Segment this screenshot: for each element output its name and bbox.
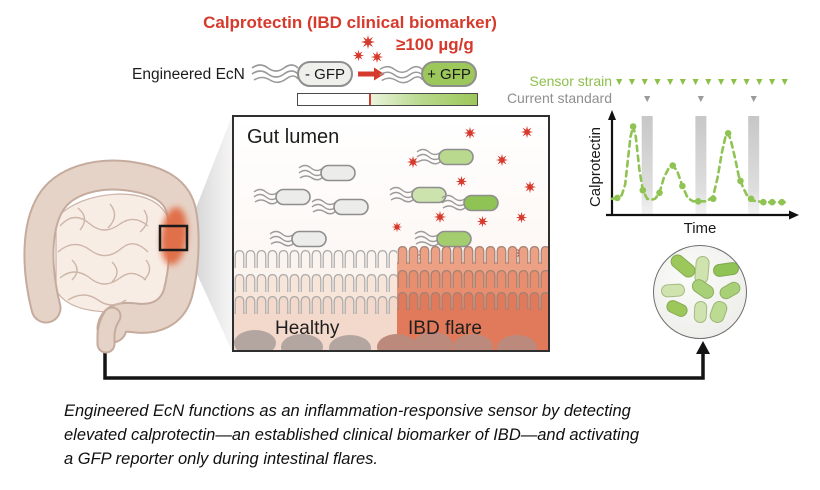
sensor-marker-icon: ▼: [614, 76, 625, 88]
gfp-colony-icon: [664, 297, 690, 320]
standard-marker-icon: ▼: [748, 93, 759, 105]
sensor-marker-icon: ▼: [677, 76, 689, 88]
ibd-epithelium: [377, 246, 548, 350]
calprotectin-burst-icon: [352, 49, 365, 62]
gfp-colony-icon: [693, 300, 708, 324]
gfp-colony-icon: [689, 276, 717, 302]
petri-dish: [653, 245, 747, 339]
threshold-label: ≥100 µg/g: [396, 35, 474, 54]
sensor-marker-icon: ▼: [754, 76, 765, 88]
intestine-coils: [57, 203, 151, 306]
sensor-marker-icon: ▼: [652, 76, 663, 88]
y-axis-label: Calprotectin: [587, 126, 604, 208]
healthy-label: Healthy: [275, 318, 340, 339]
ecn-bacterium-off-icon: [253, 188, 311, 206]
small-intestine: [55, 193, 171, 313]
gfp-off-label: - GFP: [305, 65, 345, 83]
calprotectin-burst-icon: [520, 125, 534, 139]
caption-line: a GFP reporter only during intestinal fl…: [64, 449, 378, 468]
calprotectin-chart: [606, 110, 799, 220]
calprotectin-burst-icon: [515, 211, 528, 224]
sensor-marker-icon: ▼: [728, 76, 740, 88]
figure-title: Calprotectin (IBD clinical biomarker): [203, 13, 497, 32]
ecn-bacterium-gfp-icon: [389, 186, 447, 204]
sensor-marker-icon: ▼: [703, 76, 714, 88]
sensor-marker-icon: ▼: [664, 76, 676, 88]
calprotectin-burst-icon: [370, 50, 384, 64]
figure-caption: Engineered EcN functions as an inflammat…: [64, 400, 744, 472]
standard-marker-row: ▼ ▼ ▼: [612, 94, 788, 106]
calprotectin-burst-icon: [463, 126, 477, 140]
calprotectin-burst-icon: [361, 35, 375, 49]
sensor-marker-icon: ▼: [626, 76, 638, 88]
sensor-marker-row: ▼▼▼▼▼▼▼▼▼▼▼▼▼▼: [614, 77, 790, 88]
calprotectin-burst-icon: [455, 175, 468, 188]
sensor-marker-icon: ▼: [690, 76, 701, 88]
ecn-bacterium-off-icon: [311, 198, 369, 216]
calprotectin-burst-icon: [495, 153, 509, 167]
calprotectin-burst-icon: [406, 155, 420, 169]
sample-flow-arrowhead: [696, 341, 710, 354]
flagella-icon: [379, 65, 423, 84]
gfp-colony-icon: [707, 299, 730, 325]
standard-marker-icon: ▼: [695, 93, 707, 105]
current-standard-label: Current standard: [506, 90, 612, 106]
caption-line: Engineered EcN functions as an inflammat…: [64, 402, 631, 420]
sensor-marker-icon: ▼: [715, 76, 727, 88]
gfp-on-capsule: + GFP: [421, 61, 477, 87]
calprotectin-burst-icon: [391, 221, 403, 233]
sensor-marker-icon: ▼: [766, 76, 778, 88]
intestine-illustration: [23, 159, 200, 354]
standard-marker-icon: ▼: [641, 93, 653, 105]
calprotectin-burst-icon: [433, 210, 447, 224]
sensor-strain-label: Sensor strain: [529, 73, 612, 89]
zoom-cone: [187, 116, 232, 351]
ecn-bacterium-gfp-icon: [441, 194, 499, 212]
standard-test-bands: [641, 116, 760, 215]
strain-label: Engineered EcN: [132, 66, 245, 83]
zoom-box: [158, 224, 189, 252]
gfp-colony-icon: [660, 283, 686, 298]
caption-line: elevated calprotectin—an established cli…: [64, 425, 640, 444]
colon-fill: [25, 161, 198, 342]
rectum-fill: [98, 308, 120, 352]
gfp-off-capsule: - GFP: [297, 61, 353, 87]
healthy-epithelium: [234, 248, 397, 350]
sensor-marker-icon: ▼: [779, 76, 790, 88]
sensor-marker-icon: ▼: [741, 76, 752, 88]
calprotectin-curve: [610, 125, 790, 204]
gfp-colony-icon: [717, 279, 743, 302]
curve-dots: [613, 123, 786, 206]
induction-arrow-icon: [358, 67, 385, 81]
gfp-on-label: + GFP: [427, 65, 471, 83]
flagella-icon: [251, 64, 299, 84]
ecn-bacterium-gfp-icon: [416, 148, 474, 166]
ibd-flare-label: IBD flare: [408, 318, 482, 339]
calprotectin-burst-icon: [523, 180, 537, 194]
gfp-gradient-bar: [297, 93, 478, 106]
ecn-bacterium-off-icon: [298, 164, 356, 182]
gut-lumen-title: Gut lumen: [247, 126, 340, 148]
threshold-tick: [368, 94, 371, 105]
calprotectin-burst-icon: [476, 215, 489, 228]
epithelium-illustration: [234, 246, 548, 350]
sensor-marker-icon: ▼: [639, 76, 650, 88]
gfp-colony-icon: [712, 261, 740, 278]
x-axis-label: Time: [683, 220, 717, 237]
gut-lumen-panel: Gut lumen: [232, 115, 550, 352]
sample-flow-arrow-line: [103, 347, 705, 380]
